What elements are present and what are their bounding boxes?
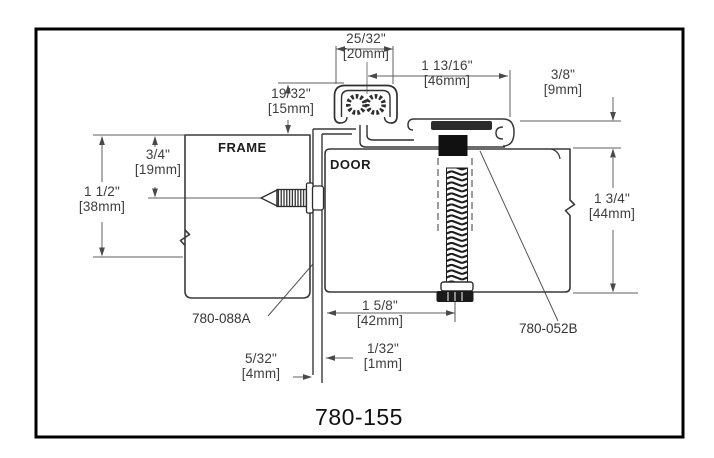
screw-threads [276, 188, 309, 208]
hidden-hole-lines [437, 158, 473, 232]
dim-cap-width: 25/32" [20mm] [342, 31, 390, 62]
dim-door-clearance: 1/32" [1mm] [363, 341, 403, 372]
door-leaf [366, 118, 515, 148]
bolt-head-plate [431, 121, 492, 130]
dim-frame-inset: 3/4" [19mm] [134, 147, 182, 178]
dim-leaf-offset: 3/8" [9mm] [543, 67, 583, 98]
part-label-780-088A: 780-088A [192, 311, 251, 326]
page-border [34, 27, 685, 439]
dimension-arrowheads [99, 46, 616, 380]
part-label-780-052B: 780-052B [519, 321, 578, 336]
leader-780-088A [267, 263, 314, 317]
gear-left [345, 94, 367, 116]
dim-door-thickness: 1 3/4" [44mm] [588, 191, 636, 222]
dim-frame-clearance: 5/32" [4mm] [241, 351, 281, 382]
leader-780-052B [479, 150, 559, 322]
screw-head [311, 185, 325, 211]
model-number: 780-155 [315, 404, 403, 430]
door-bolt-assembly [436, 135, 474, 322]
nut-hatch [447, 292, 463, 301]
gear-cap [333, 84, 414, 148]
bolt-bushing [438, 135, 468, 156]
dim-leaf-length: 1 13/16" [46mm] [421, 58, 473, 89]
frame-leaf-channel [312, 128, 356, 383]
bolt-washer [440, 281, 474, 292]
frame-screw [259, 182, 325, 214]
frame-outline [179, 134, 311, 299]
frame-label: FRAME [218, 140, 267, 155]
bolt-threads [446, 167, 468, 283]
door-edge-radius [550, 148, 561, 160]
dim-bolt-backset: 1 5/8" [42mm] [356, 298, 404, 329]
dim-frame-depth: 1 1/2" [38mm] [78, 184, 126, 215]
dim-cap-height: 19/32" [15mm] [267, 86, 315, 117]
door-label: DOOR [330, 157, 371, 172]
gear-right [364, 94, 386, 116]
leader-lines [267, 150, 559, 322]
screw-tip [259, 188, 278, 208]
door-outline [324, 148, 576, 293]
